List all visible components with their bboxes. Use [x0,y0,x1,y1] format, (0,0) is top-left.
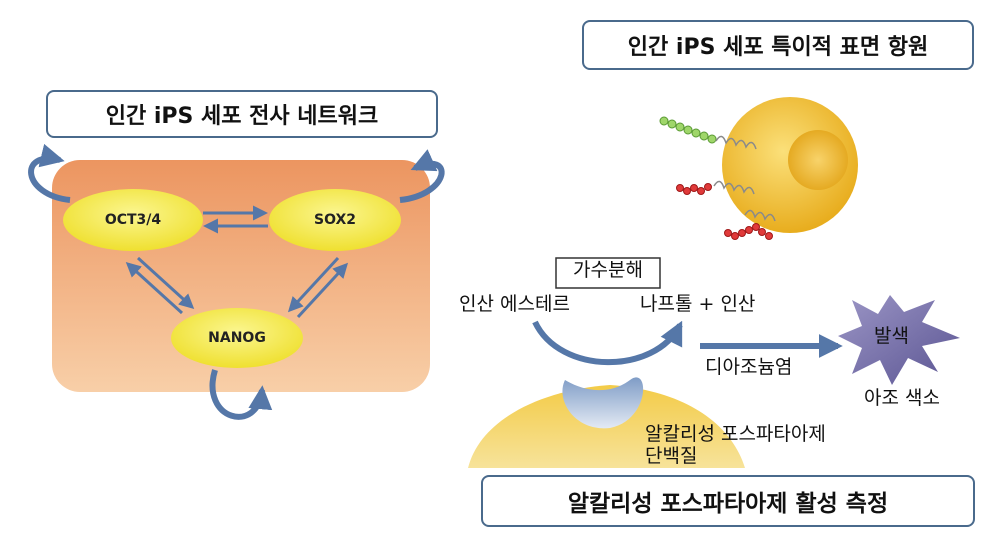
reaction-curve-arrow [532,320,683,366]
oct-node [63,189,203,251]
red-glycan-chain-2 [724,223,773,240]
azo-dye-label: 아조 색소 [864,387,940,409]
cell-nucleus [788,130,848,190]
oct-to-nanog-arrow [136,256,195,310]
hydrolysis-label: 가수분해 [573,259,643,281]
oct-label: OCT3/4 [104,212,162,228]
antigen-coil-1 [715,135,757,150]
enzyme-label-line2: 단백질 [645,445,698,467]
sox-self-loop-arrow [399,149,445,203]
antigen-coil-3 [744,209,776,222]
hydrolysis-box [555,257,661,289]
network-title: 인간 iPS 세포 전사 네트워크 [46,90,438,138]
color-development-label: 발색 [874,325,909,347]
surface-antigen-title: 인간 iPS 세포 특이적 표면 항원 [582,20,974,70]
antigen-coil-2 [713,180,755,195]
oct-self-loop-arrow [28,143,71,203]
substrate-label: 인산 에스테르 [459,293,570,315]
sox-to-nanog-arrow [287,256,340,313]
product-label: 나프톨 + 인산 [640,293,756,315]
nanog-self-loop-arrow [209,369,273,420]
nanog-label: NANOG [208,330,266,346]
nanog-to-oct-arrow [125,261,184,315]
nanog-to-sox-arrow [296,262,349,319]
enzyme-label-line1: 알칼리성 포스파타아제 [645,423,826,445]
diazonium-label: 디아조늄염 [705,356,793,378]
color-burst [838,295,960,385]
enzyme-pocket [562,377,644,429]
alp-activity-title: 알칼리성 포스파타아제 활성 측정 [481,475,975,527]
green-glycan-chain [659,116,717,144]
sox-node [269,189,401,251]
red-glycan-chain-1 [676,183,712,195]
sox-label: SOX2 [313,212,357,228]
nanog-node [171,308,303,368]
